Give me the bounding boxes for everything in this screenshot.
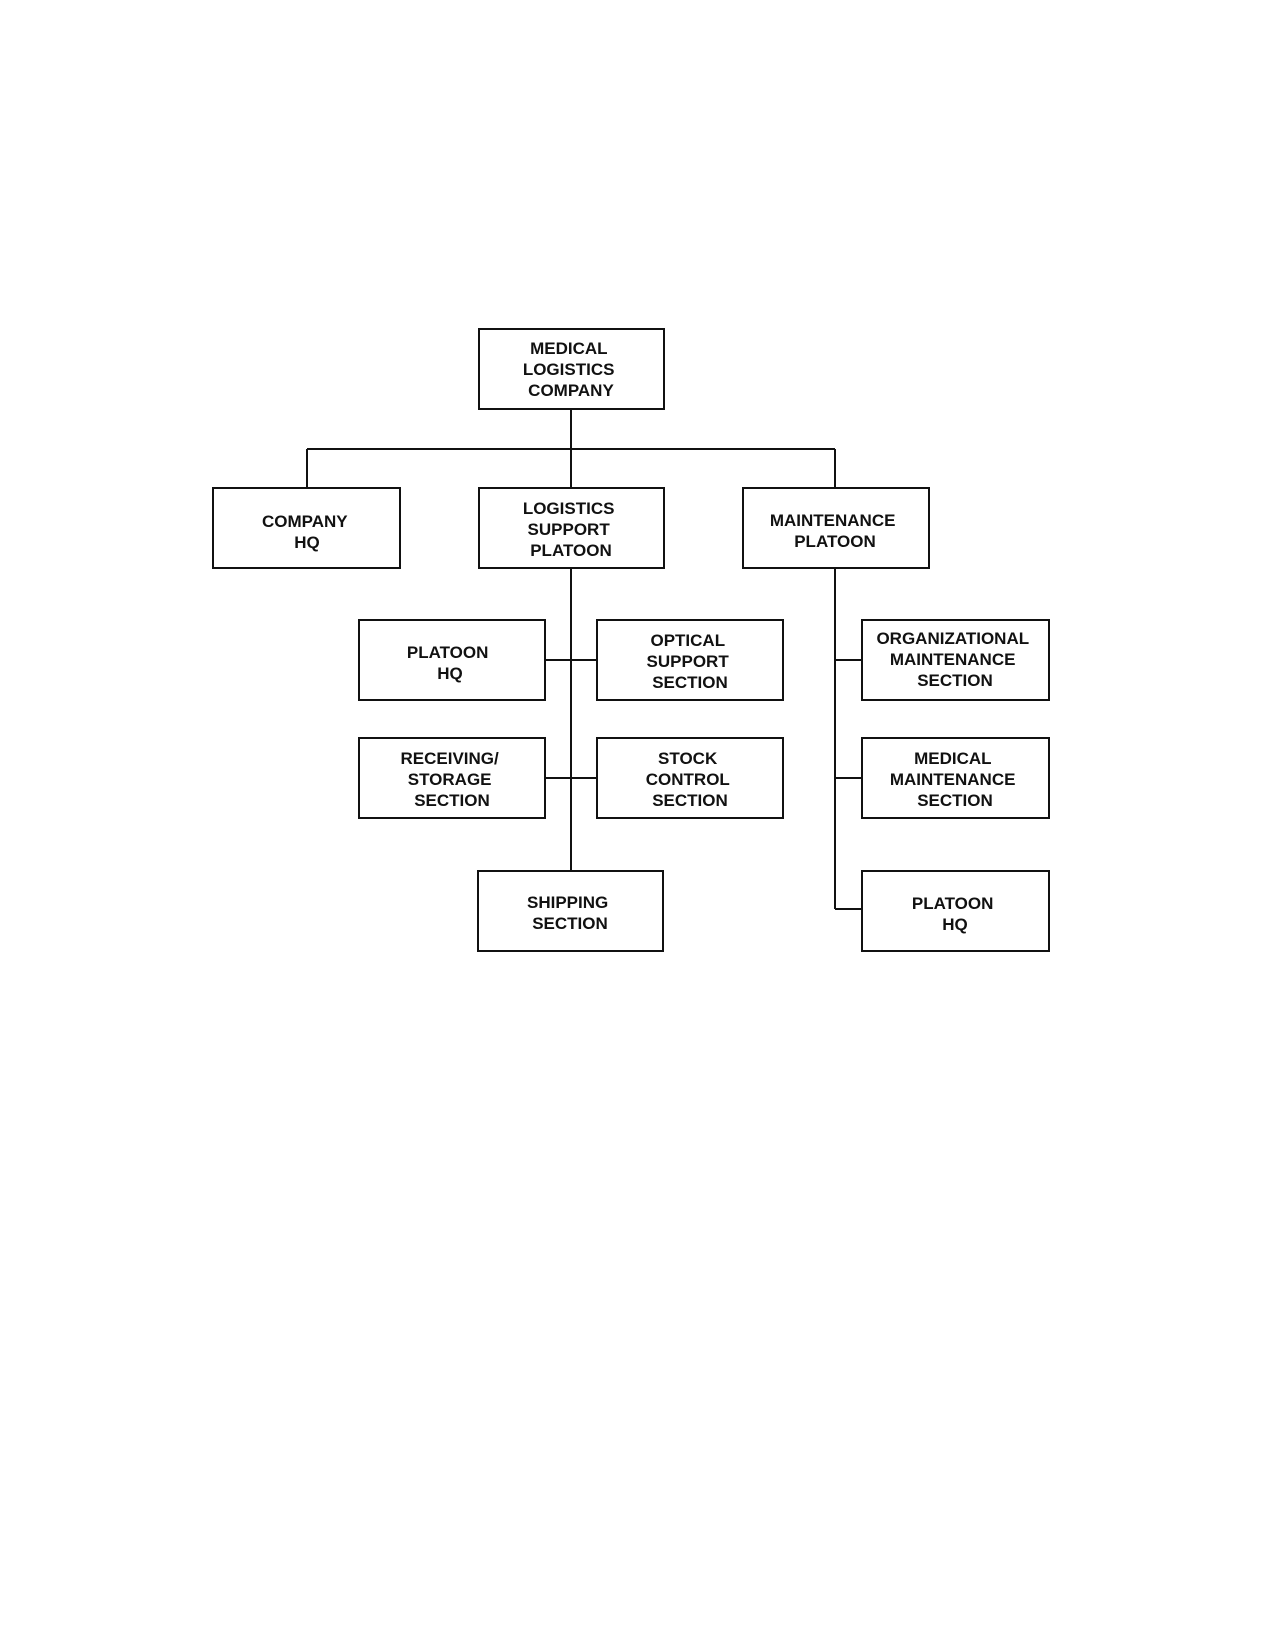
node-receiving-storage-section: RECEIVING/ STORAGE SECTION xyxy=(358,737,546,819)
node-organizational-maintenance-section: ORGANIZATIONAL MAINTENANCE SECTION xyxy=(861,619,1050,701)
node-label: PLATOON HQ xyxy=(912,894,998,934)
node-label: SHIPPING SECTION xyxy=(527,893,613,933)
node-label: COMPANY HQ xyxy=(262,512,352,552)
node-company-hq: COMPANY HQ xyxy=(212,487,401,569)
node-label: OPTICAL SUPPORT SECTION xyxy=(647,631,734,692)
node-logistics-support-platoon: LOGISTICS SUPPORT PLATOON xyxy=(478,487,665,569)
node-optical-support-section: OPTICAL SUPPORT SECTION xyxy=(596,619,784,701)
node-label: PLATOON HQ xyxy=(407,643,493,683)
node-medical-logistics-company: MEDICAL LOGISTICS COMPANY xyxy=(478,328,665,410)
node-label: MAINTENANCE PLATOON xyxy=(770,511,900,551)
node-label: MEDICAL MAINTENANCE SECTION xyxy=(890,749,1020,810)
node-label: RECEIVING/ STORAGE SECTION xyxy=(401,749,504,810)
node-stock-control-section: STOCK CONTROL SECTION xyxy=(596,737,784,819)
node-label: STOCK CONTROL SECTION xyxy=(646,749,734,810)
node-shipping-section: SHIPPING SECTION xyxy=(477,870,664,952)
node-medical-maintenance-section: MEDICAL MAINTENANCE SECTION xyxy=(861,737,1050,819)
node-label: LOGISTICS SUPPORT PLATOON xyxy=(523,499,619,560)
node-label: ORGANIZATIONAL MAINTENANCE SECTION xyxy=(876,629,1033,690)
node-maintenance-platoon: MAINTENANCE PLATOON xyxy=(742,487,930,569)
node-maintenance-platoon-hq: PLATOON HQ xyxy=(861,870,1050,952)
node-label: MEDICAL LOGISTICS COMPANY xyxy=(523,339,619,400)
node-logistics-platoon-hq: PLATOON HQ xyxy=(358,619,546,701)
connectors xyxy=(306,409,862,910)
